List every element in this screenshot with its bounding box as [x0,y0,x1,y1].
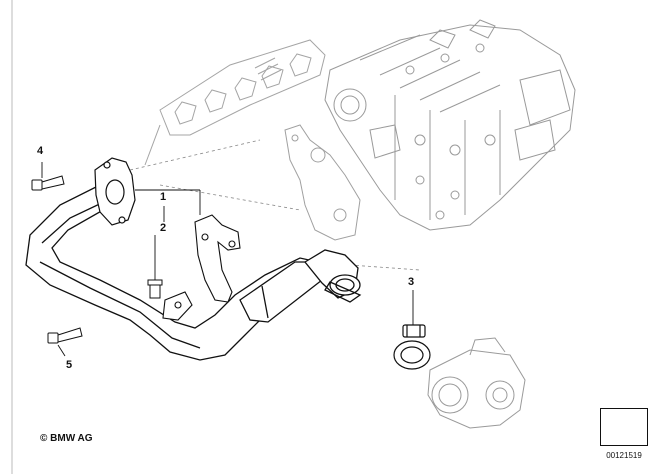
stud-2-illustration [147,279,163,299]
clamp-3-illustration [393,324,431,370]
engine-block-illustration [324,19,576,231]
mounting-bracket-illustration [284,124,361,241]
callout-1: 1 [160,191,167,203]
pipe-flange-illustration [94,157,136,226]
callout-2: 2 [160,222,167,234]
pipe-bracket-illustration [162,214,241,321]
bolt-4-illustration [31,175,65,191]
leader-lines [129,139,421,271]
document-number: 00121519 [606,451,642,460]
exhaust-manifold-illustration [144,39,326,166]
callout-leaders [41,162,414,357]
symbol-box [600,408,648,446]
copyright-label: © BMW AG [40,433,93,444]
bolt-5-illustration [47,327,83,344]
exhaust-pipe-illustration [25,184,362,361]
callout-4: 4 [37,145,44,157]
callout-3: 3 [408,276,415,288]
egr-valve-illustration [427,337,526,429]
callout-5: 5 [66,359,73,371]
